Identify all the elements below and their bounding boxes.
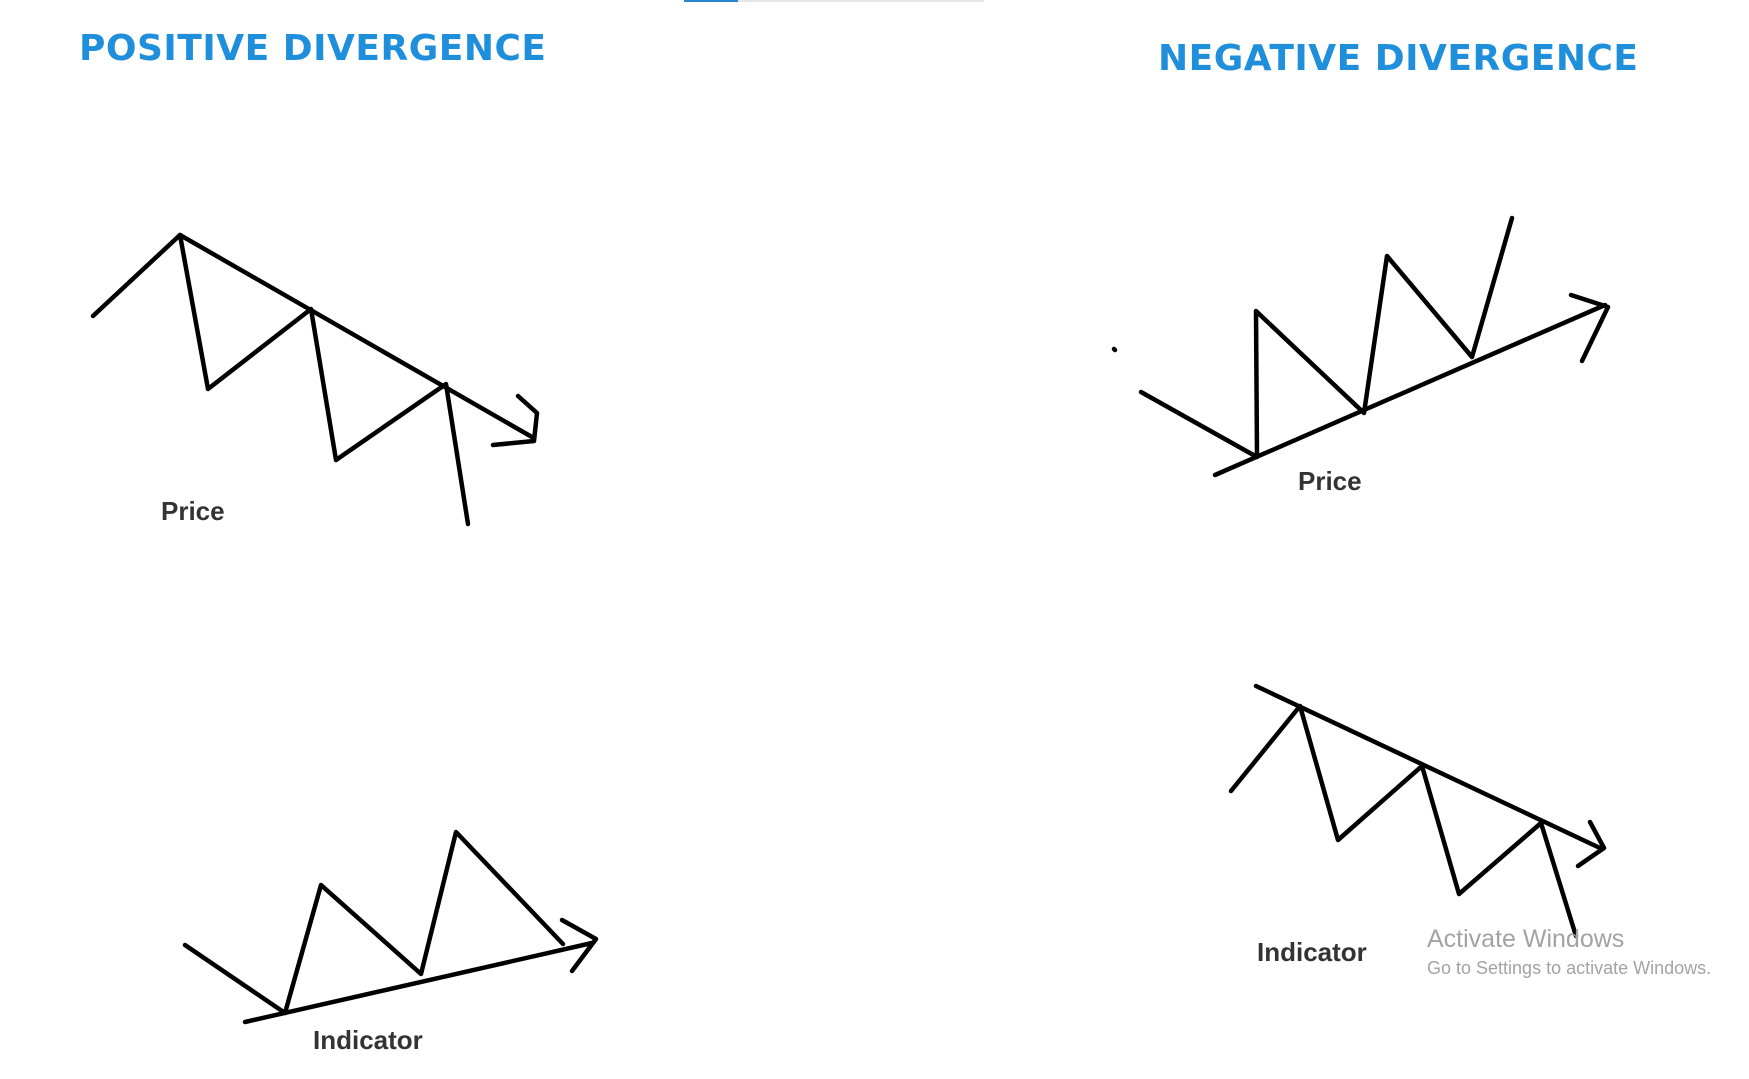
- negative-divergence-title: NEGATIVE DIVERGENCE: [1158, 38, 1639, 79]
- activation-subtitle: Go to Settings to activate Windows.: [1427, 958, 1712, 978]
- negative-price-trendline: [1212, 302, 1608, 478]
- positive-indicator-arrowhead: [559, 917, 599, 974]
- positive-price-zigzag: [90, 232, 471, 527]
- negative-indicator-trendline: [1253, 683, 1603, 851]
- positive-indicator-zigzag: [182, 829, 566, 1016]
- positive-price-label: Price: [161, 496, 225, 526]
- negative-indicator-zigzag: [1228, 703, 1579, 939]
- negative-indicator-label: Indicator: [1257, 937, 1367, 967]
- positive-price-trendline: [177, 232, 535, 440]
- positive-indicator-trendline: [242, 940, 595, 1025]
- positive-divergence-title: POSITIVE DIVERGENCE: [79, 28, 547, 69]
- negative-price-label: Price: [1298, 466, 1362, 496]
- negative-indicator-arrowhead: [1575, 819, 1607, 869]
- video-progress-bar[interactable]: [684, 0, 984, 2]
- activation-title: Activate Windows: [1427, 925, 1625, 953]
- video-progress-fill: [684, 0, 738, 2]
- negative-price-arrowhead: [1568, 292, 1611, 364]
- windows-activation-watermark: Activate Windows Go to Settings to activ…: [1427, 924, 1711, 982]
- negative-price-stray-dot: [1111, 346, 1118, 353]
- positive-price-arrowhead: [490, 393, 540, 448]
- positive-indicator-label: Indicator: [313, 1025, 423, 1055]
- negative-price-zigzag: [1138, 215, 1515, 460]
